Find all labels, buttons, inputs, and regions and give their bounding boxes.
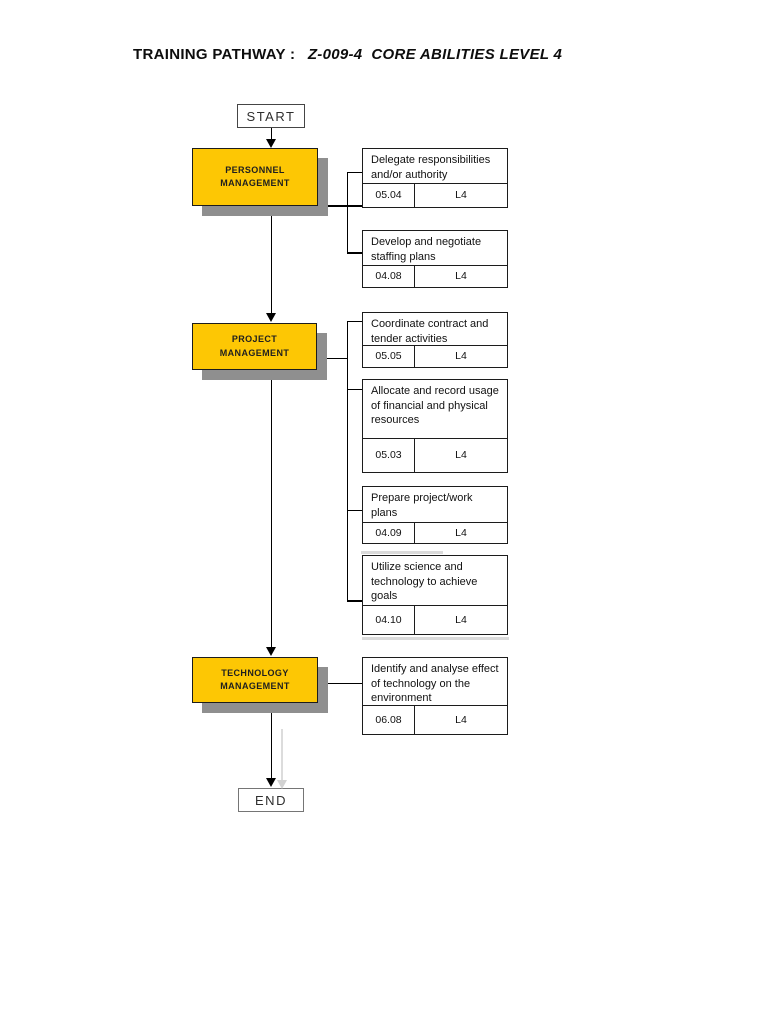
module-label: PERSONNEL MANAGEMENT (220, 164, 290, 189)
task-level: L4 (455, 189, 467, 202)
task-title: Develop and negotiate staffing plans (363, 231, 507, 266)
scan-artifact (362, 637, 509, 640)
task-code: 04.08 (363, 266, 415, 287)
task-code: 05.04 (363, 184, 415, 207)
task-code-row: 06.08 L4 (363, 706, 507, 734)
task-title: Delegate responsibilities and/or authori… (363, 149, 507, 184)
task-level: L4 (455, 270, 467, 283)
page-title: TRAINING PATHWAY : Z-009-4 CORE ABILITIE… (133, 46, 562, 63)
task-box: Identify and analyse effect of technolog… (362, 657, 508, 735)
end-node: END (238, 788, 304, 812)
task-code-row: 05.03 L4 (363, 439, 507, 472)
page-title-label: TRAINING PATHWAY : (133, 46, 300, 63)
task-box: Develop and negotiate staffing plans 04.… (362, 230, 508, 288)
task-code: 05.05 (363, 346, 415, 367)
task-code-row: 05.04 L4 (363, 184, 507, 207)
task-connector (347, 320, 362, 322)
task-code-row: 04.09 L4 (363, 523, 507, 543)
ghost-arrowhead-artifact (277, 780, 287, 789)
task-connector (347, 509, 362, 511)
task-level: L4 (455, 613, 467, 626)
task-code: 06.08 (363, 706, 415, 734)
branch-line (346, 320, 348, 602)
task-code-row: 04.08 L4 (363, 266, 507, 287)
start-label: START (246, 108, 296, 124)
arrowhead-down-icon (266, 313, 276, 322)
module-label: PROJECT MANAGEMENT (219, 334, 290, 358)
task-box: Delegate responsibilities and/or authori… (362, 148, 508, 208)
start-node: START (237, 104, 305, 128)
task-box: Coordinate contract and tender activitie… (362, 312, 508, 368)
task-title: Coordinate contract and tender activitie… (363, 313, 507, 346)
task-title: Utilize science and technology to achiev… (363, 556, 507, 606)
module-personnel-management: PERSONNEL MANAGEMENT (192, 148, 318, 206)
module-technology-management: TECHNOLOGY MANAGEMENT (192, 657, 318, 703)
task-level: L4 (455, 350, 467, 363)
ghost-arrow-artifact (281, 729, 283, 780)
task-connector (347, 171, 362, 173)
branch-connector (327, 357, 348, 359)
arrowhead-down-icon (266, 647, 276, 656)
page-title-code: Z-009-4 CORE ABILITIES LEVEL 4 (307, 46, 563, 63)
scan-artifact (361, 551, 443, 554)
task-box: Allocate and record usage of financial a… (362, 379, 508, 473)
module-label: TECHNOLOGY MANAGEMENT (220, 667, 290, 692)
branch-connector (328, 205, 362, 207)
flow-line (270, 206, 272, 314)
task-connector (347, 600, 362, 602)
task-title: Identify and analyse effect of technolog… (363, 658, 507, 706)
task-code: 04.09 (363, 523, 415, 543)
task-code: 05.03 (363, 439, 415, 472)
task-box: Prepare project/work plans 04.09 L4 (362, 486, 508, 544)
task-level: L4 (455, 449, 467, 462)
flow-line (270, 703, 272, 779)
task-connector (347, 388, 362, 390)
task-code-row: 05.05 L4 (363, 346, 507, 367)
task-code: 04.10 (363, 606, 415, 634)
end-label: END (255, 792, 287, 808)
task-code-row: 04.10 L4 (363, 606, 507, 634)
arrowhead-down-icon (266, 778, 276, 787)
module-project-management: PROJECT MANAGEMENT (192, 323, 317, 370)
task-connector (347, 252, 362, 254)
arrowhead-down-icon (266, 139, 276, 148)
task-title: Allocate and record usage of financial a… (363, 380, 507, 439)
task-title: Prepare project/work plans (363, 487, 507, 523)
branch-line (346, 171, 348, 253)
task-level: L4 (455, 526, 467, 539)
branch-connector (328, 682, 362, 684)
flow-line (270, 128, 272, 140)
task-box: Utilize science and technology to achiev… (362, 555, 508, 635)
task-level: L4 (455, 713, 467, 726)
flow-line (270, 370, 272, 648)
